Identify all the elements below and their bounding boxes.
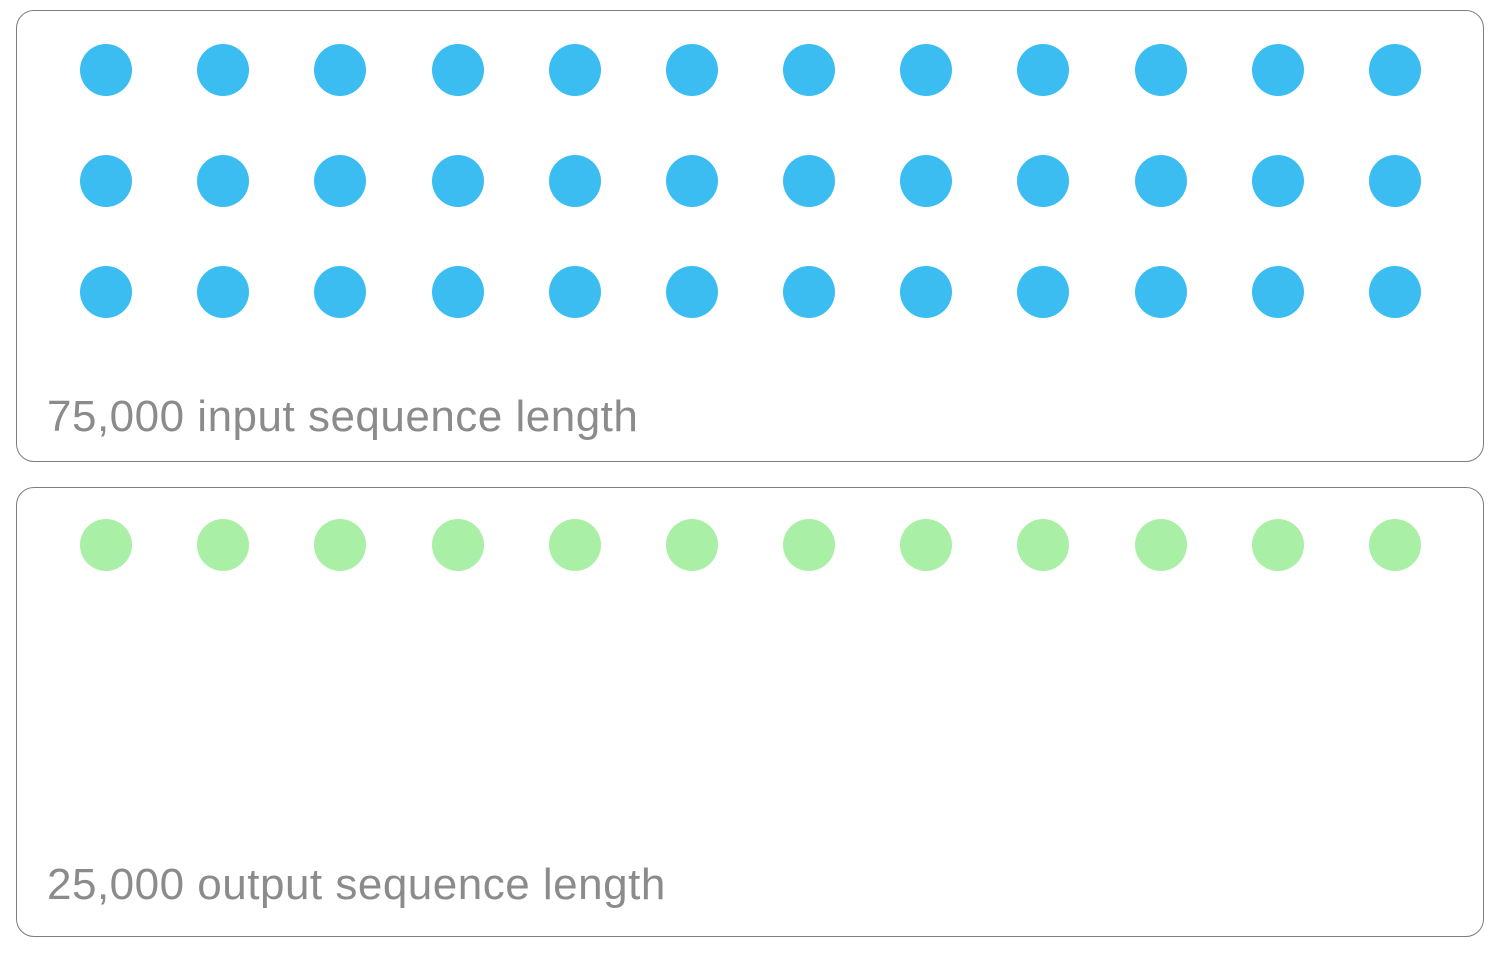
input-token-dot [1251,155,1304,207]
input-token-dot [783,155,836,207]
input-token-dot [1251,44,1304,96]
input-token-dot [900,155,953,207]
output-token-dot [665,519,718,571]
input-token-dot [548,155,601,207]
input-token-dot [665,44,718,96]
input-dots-grid [80,44,1421,318]
input-token-dot [900,44,953,96]
input-token-dot [80,266,132,318]
input-token-dot [1017,266,1070,318]
input-token-dot [1134,44,1187,96]
input-token-dot [548,44,601,96]
input-token-dot [314,155,367,207]
input-token-dot [197,266,250,318]
input-token-dot [783,266,836,318]
output-token-dot [1368,519,1421,571]
output-sequence-label: 25,000 output sequence length [47,859,666,909]
output-token-dot [1251,519,1304,571]
output-token-dot [1017,519,1070,571]
input-sequence-panel: 75,000 input sequence length [16,10,1484,462]
input-token-dot [1017,44,1070,96]
input-dot-row [80,155,1421,207]
input-token-dot [1134,266,1187,318]
input-token-dot [1368,44,1421,96]
output-token-dot [783,519,836,571]
input-token-dot [1017,155,1070,207]
input-token-dot [1368,266,1421,318]
output-token-dot [548,519,601,571]
output-token-dot [80,519,132,571]
input-token-dot [314,44,367,96]
input-token-dot [665,155,718,207]
input-token-dot [197,155,250,207]
output-dots-grid [80,519,1421,571]
input-dot-row [80,266,1421,318]
output-token-dot [900,519,953,571]
input-token-dot [1134,155,1187,207]
input-token-dot [197,44,250,96]
output-token-dot [431,519,484,571]
input-token-dot [80,155,132,207]
input-token-dot [1251,266,1304,318]
input-token-dot [80,44,132,96]
input-token-dot [665,266,718,318]
output-sequence-panel: 25,000 output sequence length [16,487,1484,937]
input-token-dot [431,266,484,318]
input-token-dot [431,44,484,96]
input-token-dot [314,266,367,318]
output-token-dot [197,519,250,571]
input-dot-row [80,44,1421,96]
output-token-dot [314,519,367,571]
input-token-dot [1368,155,1421,207]
input-token-dot [431,155,484,207]
output-dot-row [80,519,1421,571]
input-token-dot [548,266,601,318]
input-sequence-label: 75,000 input sequence length [47,391,639,441]
output-token-dot [1134,519,1187,571]
input-token-dot [783,44,836,96]
input-token-dot [900,266,953,318]
